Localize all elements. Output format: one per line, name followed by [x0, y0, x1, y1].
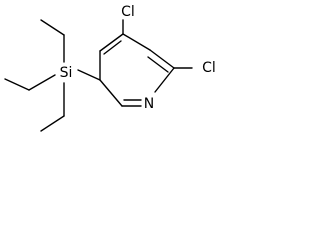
ethyl-3-bond-b	[40, 115, 65, 132]
bond-c6-n1	[154, 67, 175, 93]
atom-cl-2: Cl	[202, 60, 216, 76]
atom-n-1: N	[144, 96, 154, 112]
bond-c2-c3	[99, 79, 123, 107]
ethyl-1-bond-b	[40, 19, 65, 36]
bond-c4-c3-inner	[103, 40, 122, 55]
bond-c5-c6	[149, 49, 175, 69]
atom-cl-4: Cl	[121, 4, 135, 20]
bond-c5-c6-inner	[147, 56, 169, 73]
ethyl-2-bond-a	[28, 74, 56, 91]
atom-labels: Cl Cl N Si	[60, 4, 216, 112]
triethylsilyl-group	[4, 19, 65, 132]
atom-si: Si	[60, 65, 73, 81]
pyridine-ring	[99, 33, 175, 107]
bond-c3-si	[77, 69, 101, 81]
bond-c4-c3	[99, 33, 124, 52]
substituent-bonds	[77, 19, 193, 81]
chemical-structure-diagram: Cl Cl N Si	[4, 4, 216, 132]
ethyl-2-bond-b	[4, 78, 30, 91]
bond-c4-c5	[122, 33, 151, 51]
